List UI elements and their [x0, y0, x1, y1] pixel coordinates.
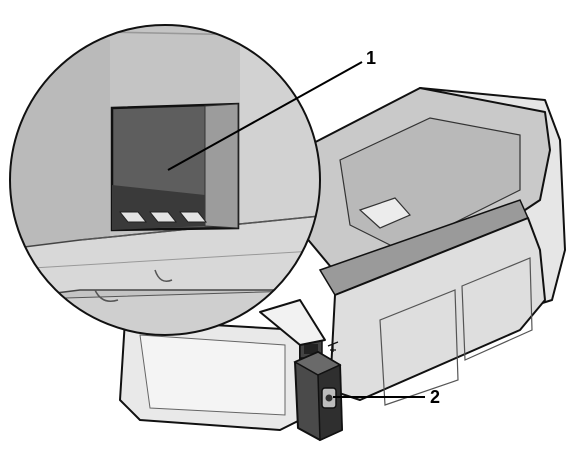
- callout-1-leader: [167, 61, 363, 171]
- magnifier-connector: [259, 299, 326, 346]
- printer-body: [119, 87, 566, 431]
- usb-icon: [327, 341, 339, 352]
- callout-2-label: 2: [430, 387, 440, 407]
- power-supply-unit: [293, 351, 343, 442]
- callout-1-label: 1: [366, 48, 376, 68]
